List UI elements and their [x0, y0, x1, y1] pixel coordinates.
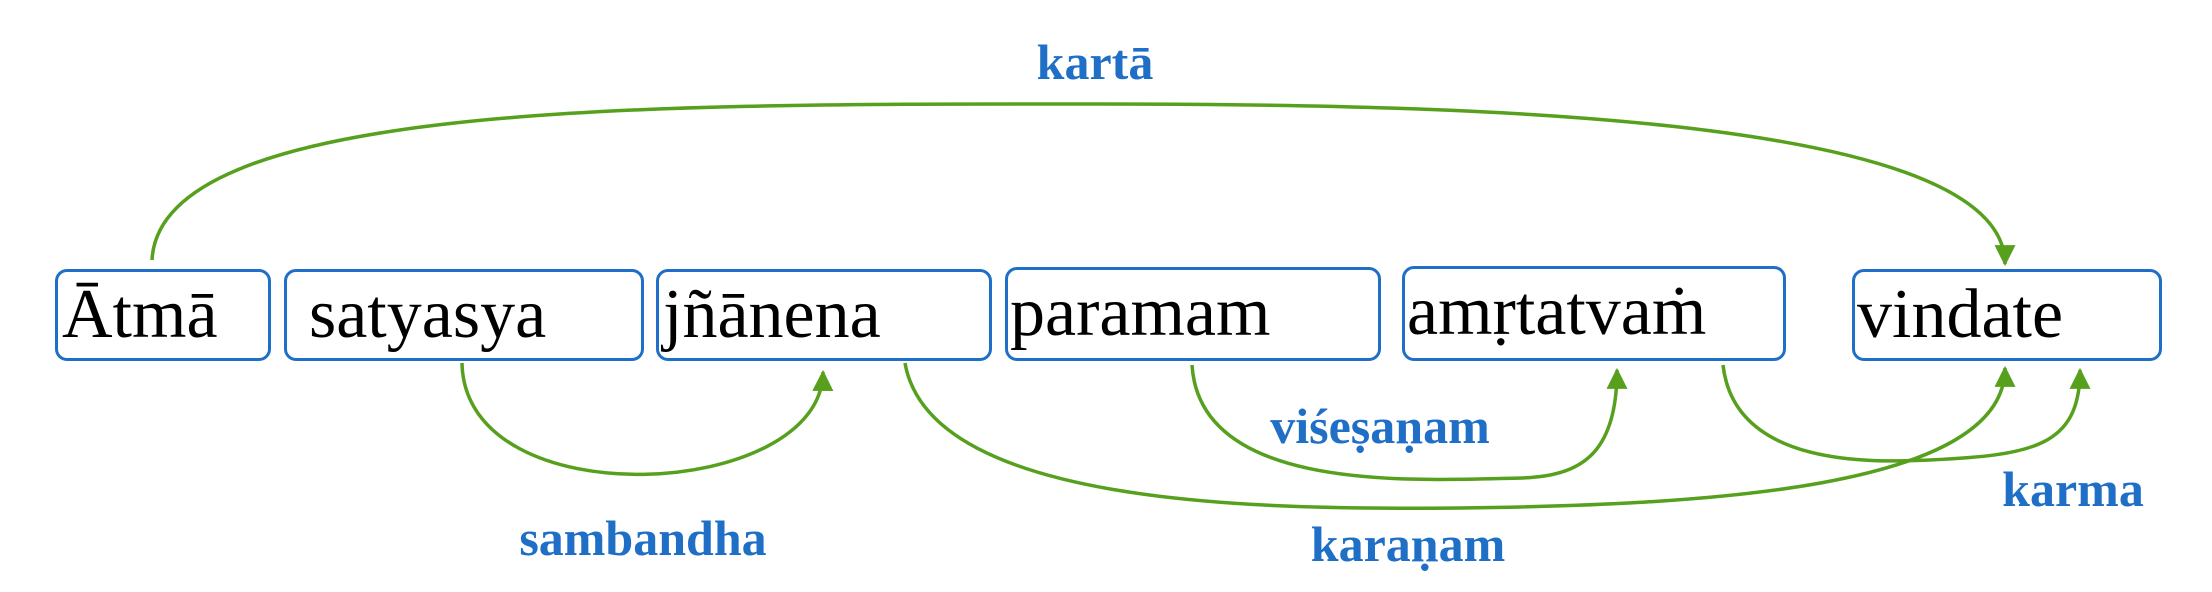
- label-sambandha: sambandha: [519, 510, 766, 566]
- word-vindate: vindate: [1852, 269, 2162, 361]
- label-visesanam: viśeṣaṇam: [1270, 398, 1489, 454]
- arc-visesanam: [1190, 364, 1628, 482]
- arc-karanam: [903, 362, 2016, 511]
- word-paramam: paramam: [1005, 267, 1381, 361]
- label-karanam: karaṇam: [1311, 516, 1505, 572]
- label-karma: karma: [2002, 461, 2144, 517]
- word-satyasya: satyasya: [284, 269, 644, 361]
- word-atma: Ātmā: [55, 269, 271, 361]
- label-karta: kartā: [1037, 34, 1154, 90]
- word-jnanena: jñānena: [656, 269, 992, 361]
- word-amrtatvam: amṛtatvaṁ: [1402, 266, 1786, 361]
- arc-karma: [1721, 364, 2091, 463]
- arc-sambandha: [460, 362, 834, 477]
- arc-karta: [150, 102, 2016, 267]
